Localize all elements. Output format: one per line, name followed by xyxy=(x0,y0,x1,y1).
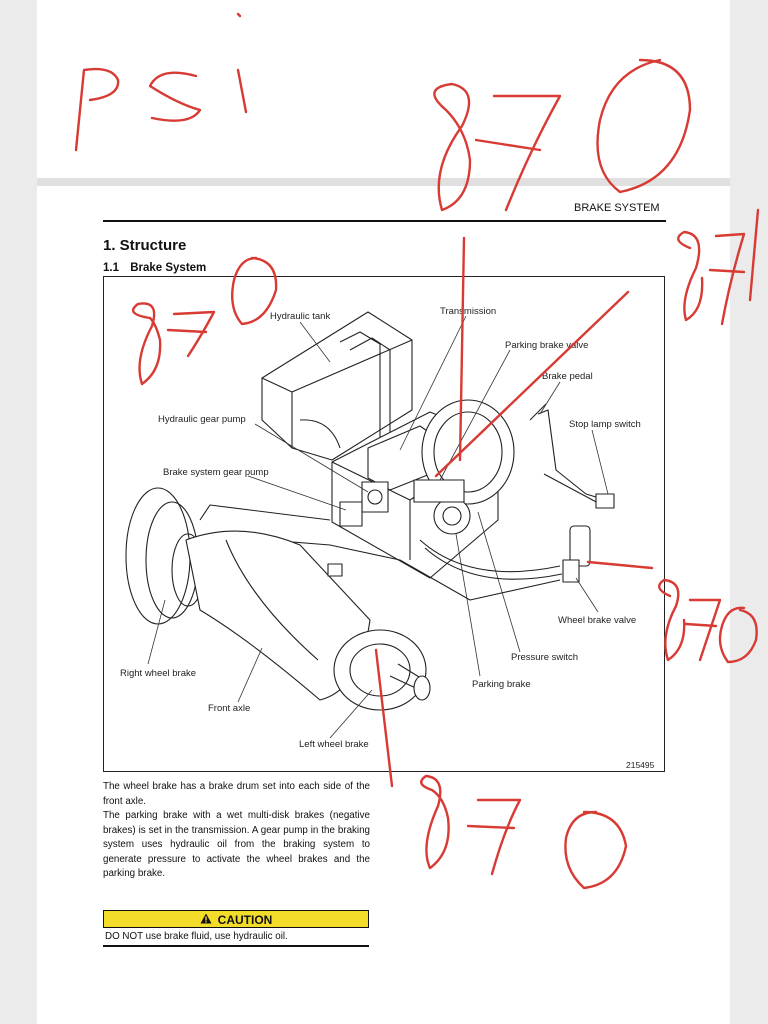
subsection-title: 1.1 Brake System xyxy=(103,262,206,274)
label-transmission: Transmission xyxy=(440,306,496,317)
label-front-axle: Front axle xyxy=(208,703,250,714)
label-parking-brake-valve: Parking brake valve xyxy=(505,340,588,351)
left-wheel-brake-drum xyxy=(333,629,427,711)
hydraulic-tank-shape xyxy=(261,311,413,461)
body-paragraph-2: The parking brake with a wet multi-disk … xyxy=(103,810,370,879)
label-brake-pedal: Brake pedal xyxy=(542,371,593,382)
caution-header: CAUTION xyxy=(103,910,369,928)
label-right-wheel-brake: Right wheel brake xyxy=(120,668,196,679)
subsection-number: 1.1 xyxy=(103,262,119,274)
warning-triangle-icon xyxy=(200,911,212,929)
parking-brake-valve-shape xyxy=(413,479,465,503)
body-paragraph-1: The wheel brake has a brake drum set int… xyxy=(103,781,370,807)
label-stop-lamp-switch: Stop lamp switch xyxy=(569,419,641,430)
subsection-label: Brake System xyxy=(130,262,207,274)
section-title: 1. Structure xyxy=(103,237,187,254)
caution-title: CAUTION xyxy=(217,913,273,927)
label-pressure-switch: Pressure switch xyxy=(511,652,578,663)
label-brake-system-gear-pump: Brake system gear pump xyxy=(163,467,269,478)
stop-lamp-switch-shape xyxy=(595,493,615,509)
label-hydraulic-gear-pump: Hydraulic gear pump xyxy=(158,414,246,425)
caution-box: CAUTION DO NOT use brake fluid, use hydr… xyxy=(103,910,369,947)
label-parking-brake: Parking brake xyxy=(472,679,531,690)
right-wheel-brake-drum xyxy=(125,487,191,625)
label-wheel-brake-valve: Wheel brake valve xyxy=(558,615,636,626)
label-hydraulic-tank: Hydraulic tank xyxy=(270,311,330,322)
caution-text: DO NOT use brake fluid, use hydraulic oi… xyxy=(103,928,369,947)
brake-gear-pump-shape xyxy=(339,501,363,527)
body-text: The wheel brake has a brake drum set int… xyxy=(103,780,370,882)
diagram-artwork xyxy=(125,311,615,711)
label-left-wheel-brake: Left wheel brake xyxy=(299,739,369,750)
wheel-brake-valve-shape xyxy=(569,525,591,567)
page-separator xyxy=(37,178,730,186)
header-rule xyxy=(103,220,666,222)
figure-number: 215495 xyxy=(626,760,655,770)
hydraulic-gear-pump-shape xyxy=(361,481,389,513)
parking-brake-shape xyxy=(433,497,471,535)
running-header: BRAKE SYSTEM xyxy=(574,202,660,214)
